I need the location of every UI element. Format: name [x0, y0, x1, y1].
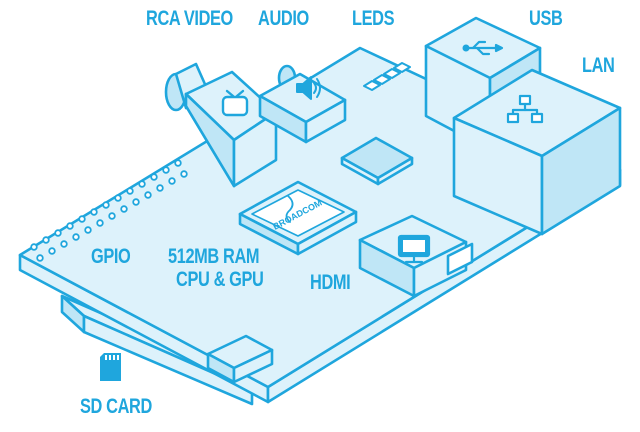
network-icon: [506, 94, 544, 124]
label-audio: AUDIO: [258, 7, 309, 30]
usb-icon: [462, 40, 504, 56]
label-sd-card: SD CARD: [80, 395, 152, 418]
sd-card-icon: [100, 353, 121, 381]
gpio-pins: [30, 159, 188, 262]
speaker-icon: [296, 76, 321, 100]
leds: [363, 62, 411, 91]
label-gpio: GPIO: [91, 245, 131, 268]
label-lan: LAN: [582, 54, 615, 77]
tv-icon: [221, 89, 249, 117]
audio-connector: [258, 64, 347, 144]
power-connector: [206, 334, 274, 384]
broadcom-soc: [238, 180, 358, 256]
label-leds: LEDS: [352, 7, 395, 30]
label-rca-video: RCA VIDEO: [146, 7, 233, 30]
label-usb: USB: [529, 7, 563, 30]
monitor-icon: [397, 234, 431, 264]
label-ram: 512MB RAM: [168, 245, 260, 268]
small-chip: [340, 136, 414, 186]
label-cpu-gpu: CPU & GPU: [176, 268, 264, 291]
rca-video-connector: [164, 62, 278, 188]
broadcom-logo: [285, 195, 294, 223]
label-hdmi: HDMI: [310, 271, 351, 294]
